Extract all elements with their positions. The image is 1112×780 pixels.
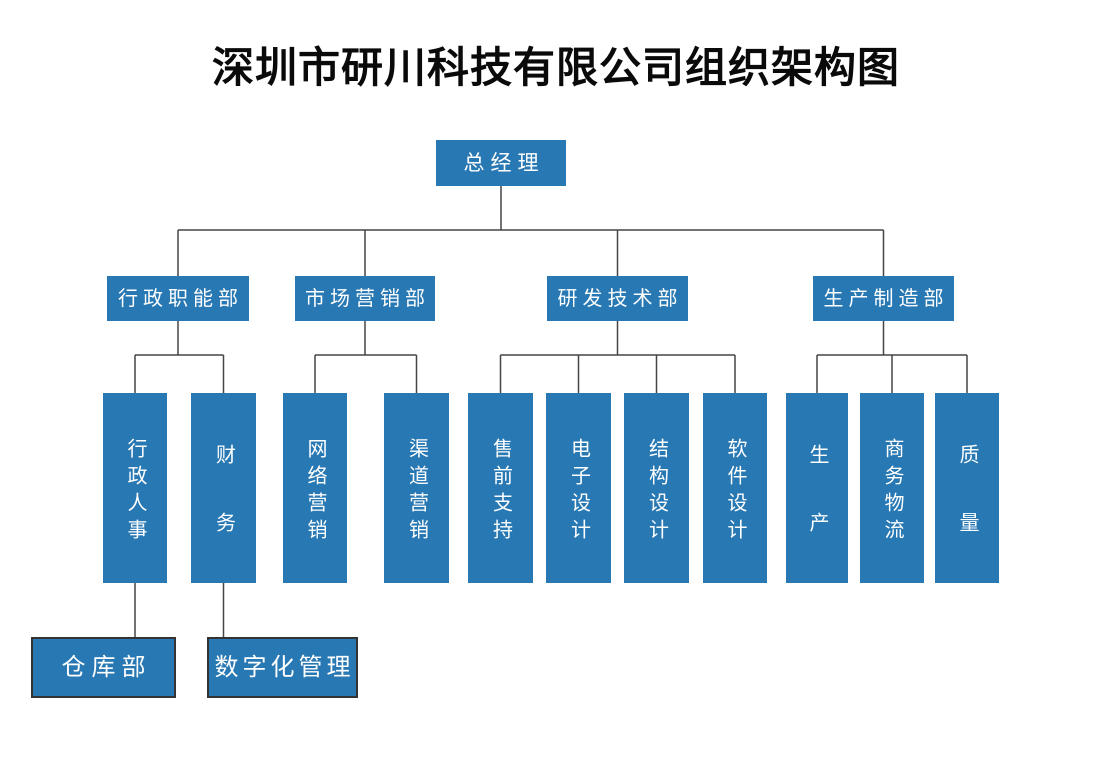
- org-node-label: 生产制造部: [823, 287, 949, 310]
- org-node-digital: 数字化管理: [207, 637, 358, 698]
- org-node-hr: 行政人事: [103, 393, 167, 583]
- org-node-warehouse: 仓库部: [31, 637, 176, 698]
- org-node-label: 结构设计: [645, 437, 668, 546]
- org-node-label: 数字化管理: [214, 653, 355, 681]
- org-node-admin: 行政职能部: [107, 276, 249, 321]
- org-node-production: 生产制造部: [813, 276, 954, 321]
- org-node-label: 软件设计: [724, 437, 746, 546]
- org-node-ceo: 总经理: [436, 140, 566, 186]
- org-node-label: 渠道营销: [405, 437, 428, 546]
- org-node-label: 质量: [956, 444, 978, 580]
- org-node-label: 生产: [806, 444, 828, 580]
- org-node-channel: 渠道营销: [384, 393, 449, 583]
- org-node-label: 电子设计: [567, 437, 590, 546]
- org-node-label: 财务: [212, 444, 235, 580]
- org-node-marketing: 市场营销部: [295, 276, 435, 321]
- org-node-electronics: 电子设计: [546, 393, 611, 583]
- org-node-rnd: 研发技术部: [547, 276, 688, 321]
- org-node-label: 行政人事: [124, 437, 146, 546]
- org-node-label: 研发技术部: [557, 287, 683, 310]
- connector-path: [134, 186, 968, 637]
- org-node-label: 行政职能部: [118, 287, 243, 310]
- org-node-finance: 财务: [191, 393, 256, 583]
- org-node-label: 售前支持: [489, 437, 512, 546]
- org-node-logistics: 商务物流: [860, 393, 924, 583]
- org-node-online: 网络营销: [283, 393, 347, 583]
- org-node-label: 网络营销: [304, 437, 326, 546]
- org-node-presales: 售前支持: [468, 393, 533, 583]
- org-node-label: 市场营销部: [305, 287, 430, 310]
- org-node-quality: 质量: [935, 393, 999, 583]
- chart-title: 深圳市研川科技有限公司组织架构图: [211, 44, 900, 91]
- org-node-structure: 结构设计: [624, 393, 689, 583]
- org-node-prod: 生产: [786, 393, 848, 583]
- org-node-label: 仓库部: [61, 653, 152, 681]
- org-node-software: 软件设计: [703, 393, 767, 583]
- org-node-label: 总经理: [463, 151, 545, 175]
- org-node-label: 商务物流: [881, 437, 903, 546]
